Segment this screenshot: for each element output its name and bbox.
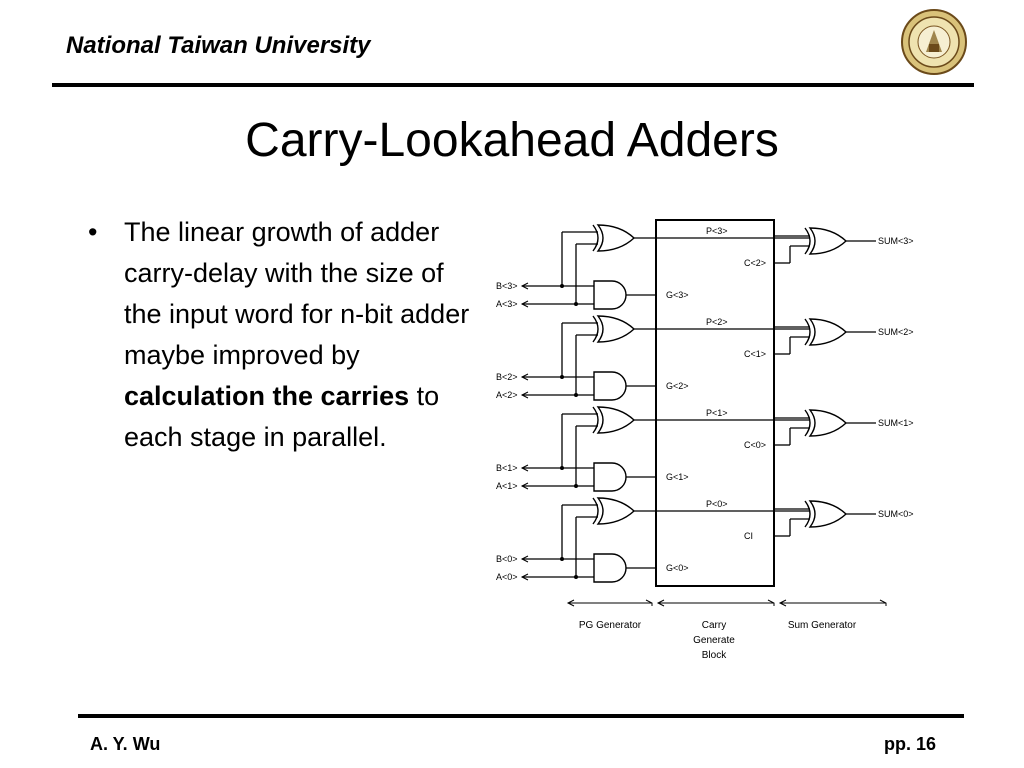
bullet-point: • The linear growth of adder carry-delay… xyxy=(82,212,472,458)
carry-signal-label: C<0> xyxy=(744,440,766,450)
p-signal-label: P<0> xyxy=(706,499,728,509)
pg-xor-gate-back xyxy=(592,497,599,525)
span-arrow xyxy=(566,599,575,607)
pg-and-gate xyxy=(593,280,627,310)
section-label-block: Block xyxy=(702,650,727,661)
institution-name: National Taiwan University xyxy=(66,32,371,59)
sum-xor-gate-back xyxy=(804,227,811,255)
sum-xor-gate xyxy=(808,500,848,528)
input-label-b: B<1> xyxy=(496,463,518,473)
sum-xor-gate xyxy=(808,318,848,346)
pg-xor-gate xyxy=(596,315,636,343)
bullet-marker: • xyxy=(88,217,98,247)
g-signal-label: G<0> xyxy=(666,563,689,573)
pg-xor-gate-back xyxy=(592,224,599,252)
pg-xor-gate xyxy=(596,224,636,252)
carry-signal-label: C<2> xyxy=(744,258,766,268)
sum-output-label: SUM<1> xyxy=(878,418,914,428)
input-arrow xyxy=(520,391,529,399)
sum-output-label: SUM<2> xyxy=(878,327,914,337)
bullet-emphasis: calculation the carries xyxy=(124,381,410,411)
pg-and-gate xyxy=(593,553,627,583)
pg-xor-gate xyxy=(596,406,636,434)
input-label-b: B<0> xyxy=(496,554,518,564)
carry-generate-block xyxy=(655,219,775,587)
input-label-a: A<2> xyxy=(496,390,518,400)
g-signal-label: G<3> xyxy=(666,290,689,300)
bullet-text: The linear growth of adder carry-delay w… xyxy=(124,212,472,458)
span-arrow xyxy=(656,599,665,607)
input-label-a: A<0> xyxy=(496,572,518,582)
span-arrow xyxy=(767,599,775,606)
pg-xor-gate-back xyxy=(592,406,599,434)
input-label-a: A<3> xyxy=(496,299,518,309)
input-label-b: B<3> xyxy=(496,281,518,291)
sum-xor-gate-back xyxy=(804,409,811,437)
sum-xor-gate-back xyxy=(804,318,811,346)
input-arrow xyxy=(520,282,529,290)
pg-xor-gate-back xyxy=(592,315,599,343)
input-arrow xyxy=(520,573,529,581)
slide-title: Carry-Lookahead Adders xyxy=(245,114,779,167)
section-label-pg: PG Generator xyxy=(579,620,642,631)
carry-lookahead-diagram: B<3> A<3> P<3> G<3> C<2> SUM<3> B<2> A<2> P<2> G<… xyxy=(496,219,914,661)
input-arrow xyxy=(520,300,529,308)
sum-output-label: SUM<0> xyxy=(878,509,914,519)
span-arrow xyxy=(778,599,787,607)
p-signal-label: P<2> xyxy=(706,317,728,327)
footer-author: A. Y. Wu xyxy=(90,734,161,754)
p-signal-label: P<1> xyxy=(706,408,728,418)
junction-dot xyxy=(560,466,564,470)
input-label-b: B<2> xyxy=(496,372,518,382)
sum-xor-gate xyxy=(808,409,848,437)
bullet-text-part1: The linear growth of adder carry-delay w… xyxy=(124,217,470,370)
span-arrow xyxy=(879,599,887,606)
carry-signal-label: C<1> xyxy=(744,349,766,359)
junction-dot xyxy=(560,284,564,288)
input-arrow xyxy=(520,482,529,490)
footer-rule xyxy=(78,714,964,718)
g-signal-label: G<2> xyxy=(666,381,689,391)
junction-dot xyxy=(574,484,578,488)
input-arrow xyxy=(520,464,529,472)
bullet-text-part2: to each stage in parallel. xyxy=(124,381,440,452)
input-arrow xyxy=(520,555,529,563)
sum-xor-gate-back xyxy=(804,500,811,528)
junction-dot xyxy=(574,393,578,397)
input-label-a: A<1> xyxy=(496,481,518,491)
junction-dot xyxy=(574,575,578,579)
footer-page-number: pp. 16 xyxy=(884,734,937,754)
input-arrow xyxy=(520,373,529,381)
g-signal-label: G<1> xyxy=(666,472,689,482)
junction-dot xyxy=(560,375,564,379)
pg-and-gate xyxy=(593,462,627,492)
pg-and-gate xyxy=(593,371,627,401)
sum-xor-gate xyxy=(808,227,848,255)
p-signal-label: P<3> xyxy=(706,226,728,236)
junction-dot xyxy=(574,302,578,306)
carry-signal-label: CI xyxy=(744,531,753,541)
section-label-sum: Sum Generator xyxy=(788,620,857,631)
sum-output-label: SUM<3> xyxy=(878,236,914,246)
junction-dot xyxy=(560,557,564,561)
pg-xor-gate xyxy=(596,497,636,525)
header-rule xyxy=(52,83,974,87)
university-seal-icon xyxy=(901,9,967,75)
section-label-generate: Generate xyxy=(693,635,735,646)
span-arrow xyxy=(645,599,653,606)
section-label-carry: Carry xyxy=(702,620,726,631)
